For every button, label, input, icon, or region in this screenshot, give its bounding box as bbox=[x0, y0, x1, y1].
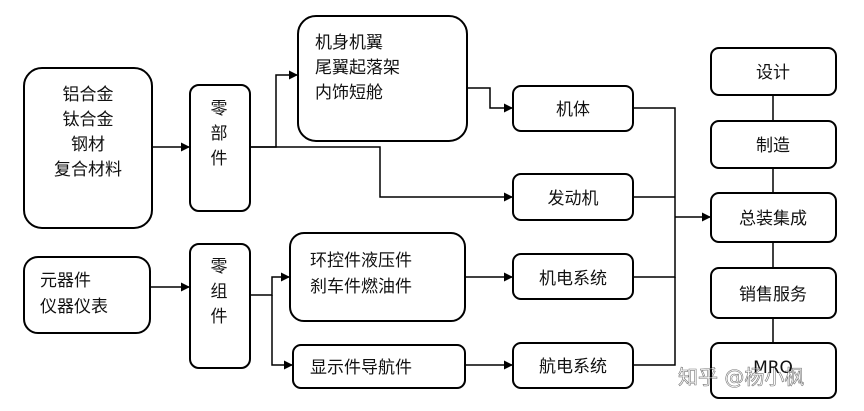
avionics-parts-item: 显示件导航件 bbox=[310, 358, 412, 378]
mro-box: MRO bbox=[710, 342, 837, 399]
components-label-char: 零 bbox=[211, 257, 228, 277]
line-avionics-to-bus bbox=[633, 277, 676, 366]
materials-box: 铝合金 钛合金 钢材 复合材料 bbox=[23, 67, 153, 229]
electronics-item: 元器件 bbox=[40, 271, 91, 291]
design-box: 设计 bbox=[710, 47, 837, 96]
materials-item: 铝合金 bbox=[63, 85, 114, 105]
parts-label-char: 件 bbox=[211, 149, 228, 169]
design-label: 设计 bbox=[756, 63, 790, 83]
manufacture-box: 制造 bbox=[710, 120, 837, 169]
avionics-box: 航电系统 bbox=[512, 342, 634, 389]
parts-label-char: 零 bbox=[211, 99, 228, 119]
materials-item: 钛合金 bbox=[63, 110, 114, 130]
electronics-item: 仪器仪表 bbox=[40, 297, 108, 317]
arrow-parts-to-engine bbox=[250, 146, 513, 202]
line-electromech-to-bus bbox=[633, 217, 676, 278]
assembly-box: 总装集成 bbox=[710, 192, 837, 243]
engine-label: 发动机 bbox=[548, 189, 599, 209]
engine-box: 发动机 bbox=[512, 173, 634, 221]
materials-item: 钢材 bbox=[71, 135, 105, 155]
airframe-parts-item: 尾翼起落架 bbox=[315, 58, 400, 78]
manufacture-label: 制造 bbox=[756, 136, 790, 156]
components-label-char: 组 bbox=[211, 282, 228, 302]
airframe-parts-box: 机身机翼 尾翼起落架 内饰短舱 bbox=[297, 15, 468, 142]
electromech-parts-box: 环控件液压件 刹车件燃油件 bbox=[289, 232, 466, 322]
arrow-components-to-avionics-group bbox=[271, 295, 293, 370]
parts-label-char: 部 bbox=[211, 124, 228, 144]
parts-box: 零 部 件 bbox=[189, 84, 251, 212]
electromech-box: 机电系统 bbox=[512, 253, 634, 300]
line-airframe-to-bus bbox=[633, 107, 676, 217]
airframe-box: 机体 bbox=[512, 85, 634, 132]
sales-box: 销售服务 bbox=[710, 267, 837, 319]
arrow-components-to-electromech-group bbox=[250, 272, 290, 296]
mro-label: MRO bbox=[753, 358, 793, 378]
assembly-label: 总装集成 bbox=[739, 209, 807, 229]
airframe-parts-item: 机身机翼 bbox=[315, 33, 383, 53]
arrow-airframe-group-to-airframe bbox=[467, 87, 513, 113]
connectors bbox=[150, 70, 774, 370]
avionics-parts-box: 显示件导航件 bbox=[292, 344, 466, 389]
electromech-parts-item: 刹车件燃油件 bbox=[310, 277, 412, 297]
airframe-label: 机体 bbox=[556, 100, 590, 120]
arrow-parts-to-airframe-group bbox=[250, 70, 298, 148]
avionics-label: 航电系统 bbox=[539, 357, 607, 377]
components-label-char: 件 bbox=[211, 307, 228, 327]
electromech-parts-item: 环控件液压件 bbox=[310, 251, 412, 271]
materials-item: 复合材料 bbox=[54, 160, 122, 180]
airframe-parts-item: 内饰短舱 bbox=[315, 83, 383, 103]
watermark: 知乎 @杨小枫 bbox=[678, 365, 804, 389]
sales-label: 销售服务 bbox=[739, 285, 807, 305]
components-box: 零 组 件 bbox=[189, 243, 251, 369]
electronics-box: 元器件 仪器仪表 bbox=[23, 256, 151, 334]
electromech-label: 机电系统 bbox=[539, 269, 607, 289]
